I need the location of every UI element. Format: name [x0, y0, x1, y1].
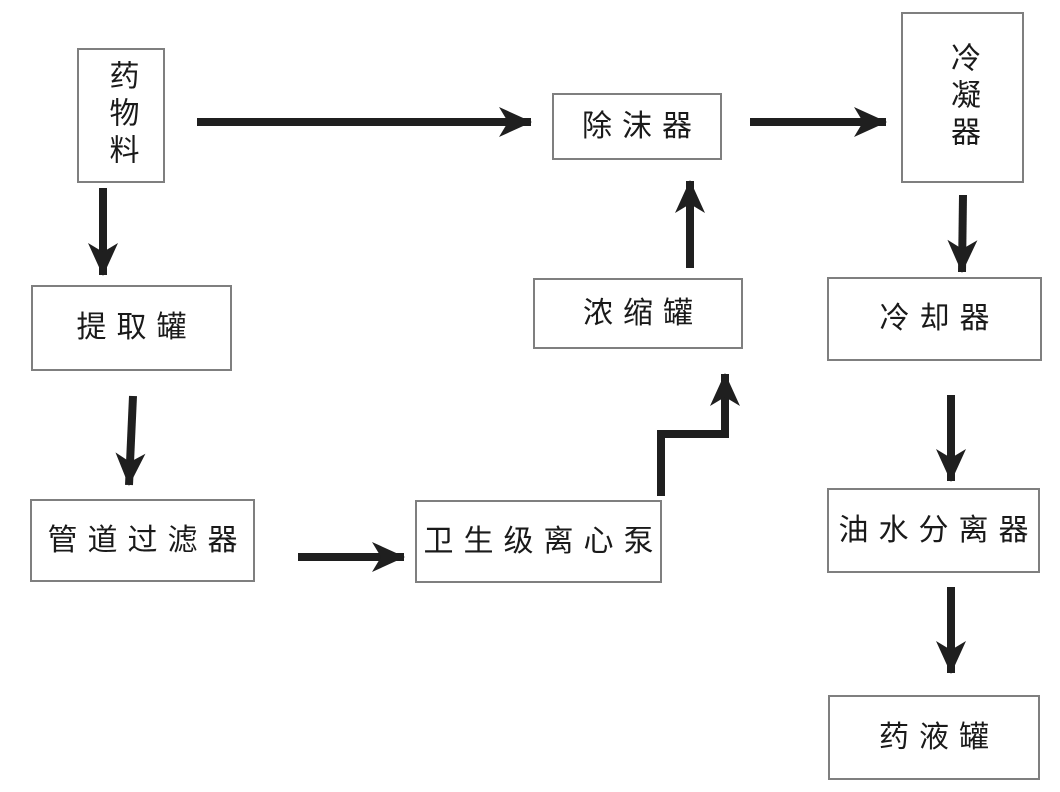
- node-medicine-liquid-tank: 药液罐: [828, 695, 1040, 780]
- node-demister-label: 除沫器: [582, 109, 702, 143]
- arrow-pump-to-concentration-tank: [657, 373, 740, 496]
- node-extraction-tank: 提取罐: [31, 285, 232, 371]
- node-sanitary-centrifugal-pump: 卫生级离心泵: [415, 500, 662, 583]
- node-condenser-label: 冷凝器: [946, 42, 979, 153]
- node-pipeline-filter: 管道过滤器: [30, 499, 255, 582]
- arrow-extraction-tank-to-pipeline-filter: [115, 395, 146, 486]
- node-sanitary-centrifugal-pump-label: 卫生级离心泵: [423, 524, 664, 558]
- node-cooler: 冷却器: [827, 277, 1042, 361]
- node-condenser: 冷凝器: [901, 12, 1024, 183]
- node-cooler-label: 冷却器: [879, 302, 1000, 335]
- node-demister: 除沫器: [552, 93, 722, 160]
- node-oil-water-separator-label: 油水分离器: [838, 513, 1039, 547]
- arrow-condenser-to-cooler: [947, 194, 978, 273]
- node-drug-material: 药物料: [77, 48, 165, 183]
- node-extraction-tank-label: 提取罐: [76, 311, 197, 344]
- node-medicine-liquid-tank-label: 药液罐: [879, 720, 999, 754]
- node-concentration-tank: 浓缩罐: [533, 278, 743, 349]
- node-pipeline-filter-label: 管道过滤器: [47, 523, 248, 557]
- node-oil-water-separator: 油水分离器: [827, 488, 1040, 573]
- node-drug-material-label: 药物料: [104, 60, 138, 171]
- node-concentration-tank-label: 浓缩罐: [583, 296, 703, 330]
